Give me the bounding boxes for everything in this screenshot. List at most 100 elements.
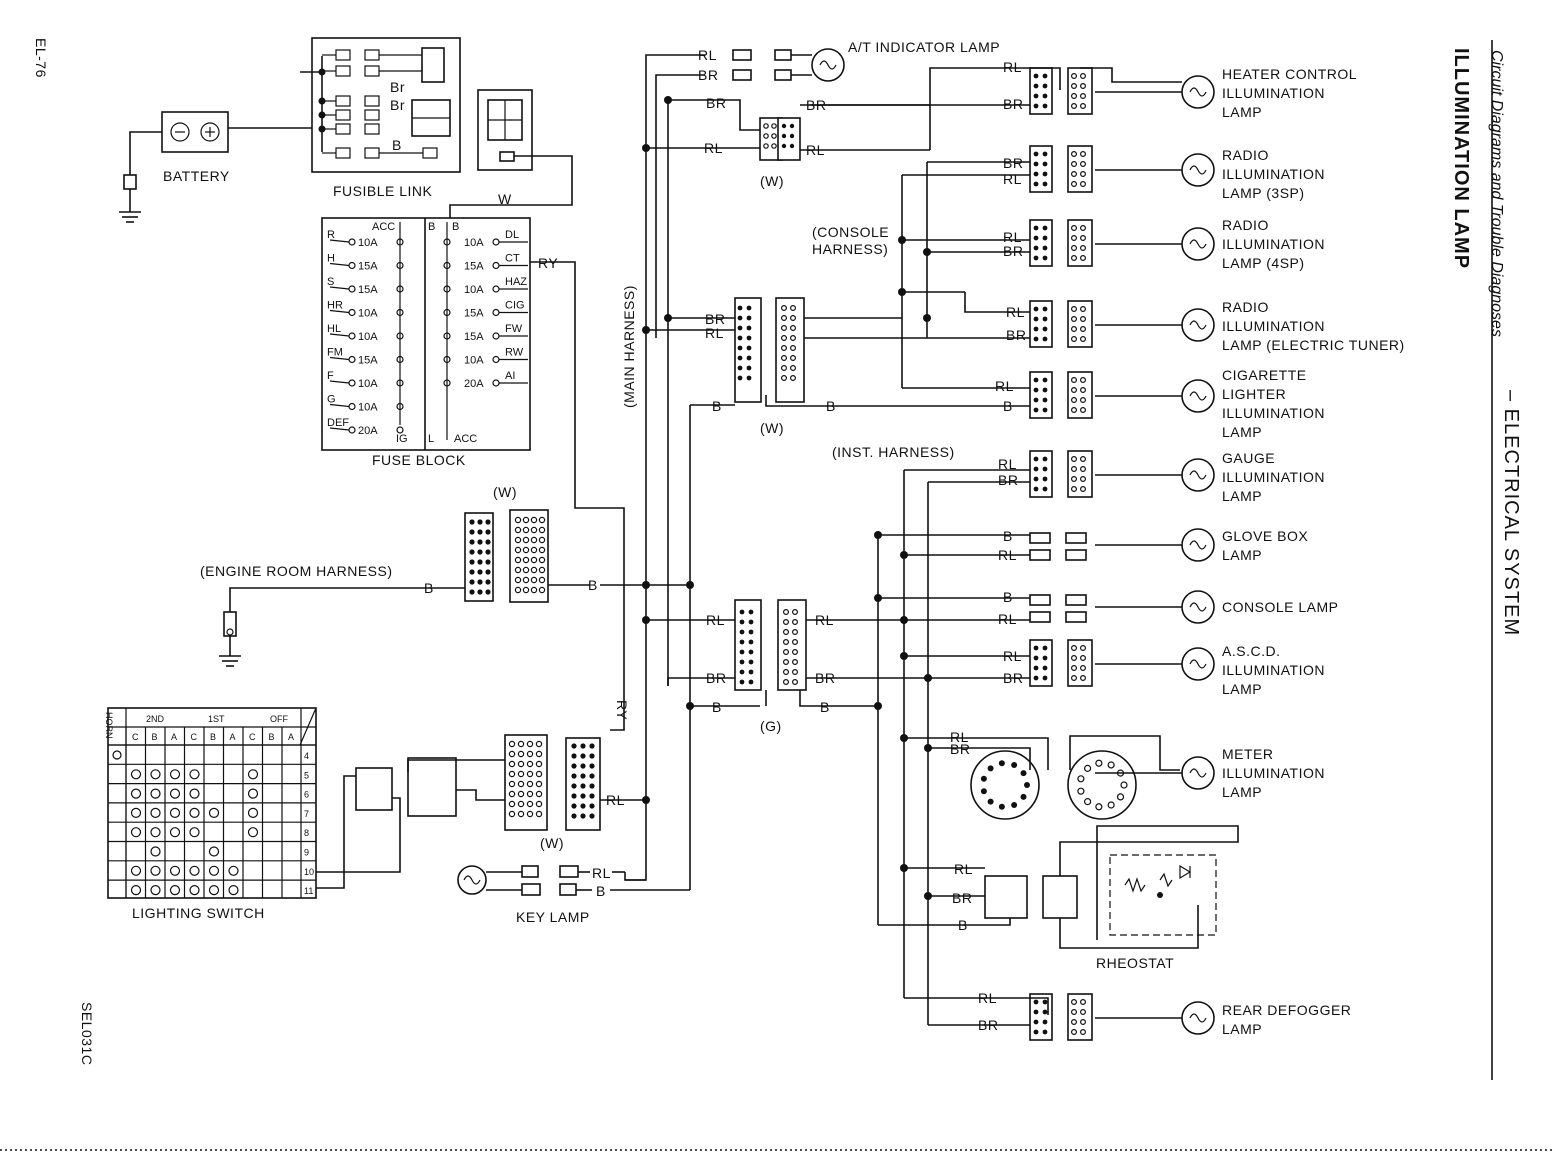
connector-pin bbox=[1070, 377, 1077, 384]
connector-pin bbox=[1042, 1029, 1048, 1035]
rd-br: BR bbox=[978, 1017, 998, 1033]
connector-pin bbox=[517, 780, 525, 788]
connector-pin bbox=[1079, 397, 1086, 404]
connector-pin bbox=[1079, 82, 1086, 89]
lamp-label-line: GLOVE BOX bbox=[1222, 528, 1308, 544]
connector-pin bbox=[1079, 1028, 1086, 1035]
connector-pin bbox=[1070, 336, 1077, 343]
connector-pin bbox=[580, 753, 586, 759]
wire-label: RL bbox=[995, 378, 1014, 394]
fuse-left-rating: 15A bbox=[358, 355, 378, 367]
connector-pin bbox=[571, 813, 577, 819]
fuse-right-rating: 20A bbox=[464, 378, 484, 390]
connector-pin bbox=[517, 740, 525, 748]
connector-pin bbox=[530, 576, 538, 584]
connector-pin bbox=[571, 753, 577, 759]
connector-pin bbox=[1042, 999, 1048, 1005]
connector-pin bbox=[739, 679, 745, 685]
connector-pin bbox=[517, 810, 525, 818]
fuse-left-letter: S bbox=[327, 276, 334, 288]
connector-pin bbox=[746, 325, 752, 331]
connector-pin bbox=[571, 803, 577, 809]
connector-pin bbox=[1079, 644, 1086, 651]
cm-w: (W) bbox=[760, 420, 784, 436]
lamp-label-line: LIGHTER bbox=[1222, 386, 1286, 402]
connector-pin bbox=[1079, 161, 1086, 168]
switch-contact bbox=[169, 807, 181, 819]
connector-pin bbox=[1011, 802, 1018, 809]
connector-pin bbox=[1070, 316, 1077, 323]
connector-pin bbox=[737, 335, 743, 341]
connector-pin bbox=[737, 305, 743, 311]
fuse-left-rating: 10A bbox=[358, 308, 378, 320]
fuse-left-letter: G bbox=[327, 394, 336, 406]
connector-pin bbox=[1042, 645, 1048, 651]
wire-ry-v: RY bbox=[614, 700, 630, 720]
switch-contact bbox=[208, 865, 220, 876]
fuse-left-letter: H bbox=[327, 253, 335, 265]
connector-pin bbox=[1070, 92, 1077, 99]
connector-pin bbox=[1070, 466, 1077, 473]
connector-pin bbox=[1020, 793, 1027, 800]
wire-label: B bbox=[1003, 528, 1013, 544]
fuse-block: ACC B B R10AH15AS15AHR10AHL10AFM15AF10AG… bbox=[321, 217, 531, 468]
connector-pin bbox=[791, 668, 798, 675]
connector-pin bbox=[522, 516, 530, 524]
connector-pin bbox=[580, 763, 586, 769]
connector-pin bbox=[789, 345, 796, 352]
connector-pin bbox=[477, 569, 483, 575]
fuse-right-rating: 15A bbox=[464, 308, 484, 320]
connector-pin bbox=[526, 770, 534, 778]
connector-pin bbox=[517, 790, 525, 798]
cm-b: B bbox=[712, 398, 722, 414]
switch-contact bbox=[189, 807, 200, 819]
connector-pin bbox=[782, 608, 789, 615]
horn-contact bbox=[112, 750, 122, 760]
section-title: – ELECTRICAL SYSTEM bbox=[1500, 390, 1522, 636]
cw-rl2: RL bbox=[806, 142, 825, 158]
mt-rl: RL bbox=[950, 729, 969, 745]
connector-pin bbox=[737, 355, 743, 361]
connector-pin bbox=[514, 556, 522, 564]
key-lamp-label: KEY LAMP bbox=[516, 909, 590, 925]
at-indicator-label: A/T INDICATOR LAMP bbox=[848, 39, 1000, 55]
connector-main-w: BR RL B B (W) bbox=[646, 297, 1030, 436]
connector-pin bbox=[739, 669, 745, 675]
connector-pin bbox=[980, 775, 987, 782]
lamp-console: CONSOLE LAMP bbox=[1029, 590, 1338, 624]
connector-pin bbox=[789, 325, 796, 332]
fuse-right-rating: 10A bbox=[464, 237, 484, 249]
connector-pin bbox=[782, 638, 789, 645]
ls-position: 1ST bbox=[208, 714, 225, 724]
lamp-label-line: ILLUMINATION bbox=[1222, 318, 1325, 334]
connector-pin bbox=[1079, 377, 1086, 384]
engine-conn-w: (W) bbox=[493, 484, 517, 500]
connector-pin bbox=[1033, 665, 1039, 671]
connector-pin bbox=[535, 770, 543, 778]
connector-pin bbox=[748, 639, 754, 645]
rheostat: RL BR B RHEOSTAT bbox=[878, 825, 1239, 971]
connector-pin bbox=[1033, 235, 1039, 241]
connector-pin bbox=[522, 536, 530, 544]
connector-pin bbox=[477, 529, 483, 535]
connector-pin bbox=[1042, 235, 1048, 241]
connector-pin bbox=[1033, 456, 1039, 462]
lamp-label-line: ILLUMINATION bbox=[1222, 469, 1325, 485]
ls-row: 7 bbox=[304, 809, 309, 819]
connector-pin bbox=[485, 549, 491, 555]
connector-pin bbox=[780, 345, 787, 352]
connector-pin bbox=[538, 546, 546, 554]
connector-pin bbox=[1033, 326, 1039, 332]
page-code: EL-76 bbox=[33, 38, 49, 78]
connector-pin bbox=[1079, 92, 1086, 99]
connector-pin bbox=[477, 559, 483, 565]
fuse-right-letter: RW bbox=[505, 347, 524, 359]
switch-contact bbox=[169, 788, 181, 799]
connector-pin bbox=[1042, 151, 1048, 157]
wire-label: BR bbox=[998, 472, 1018, 488]
ls-row: 4 bbox=[304, 751, 309, 761]
